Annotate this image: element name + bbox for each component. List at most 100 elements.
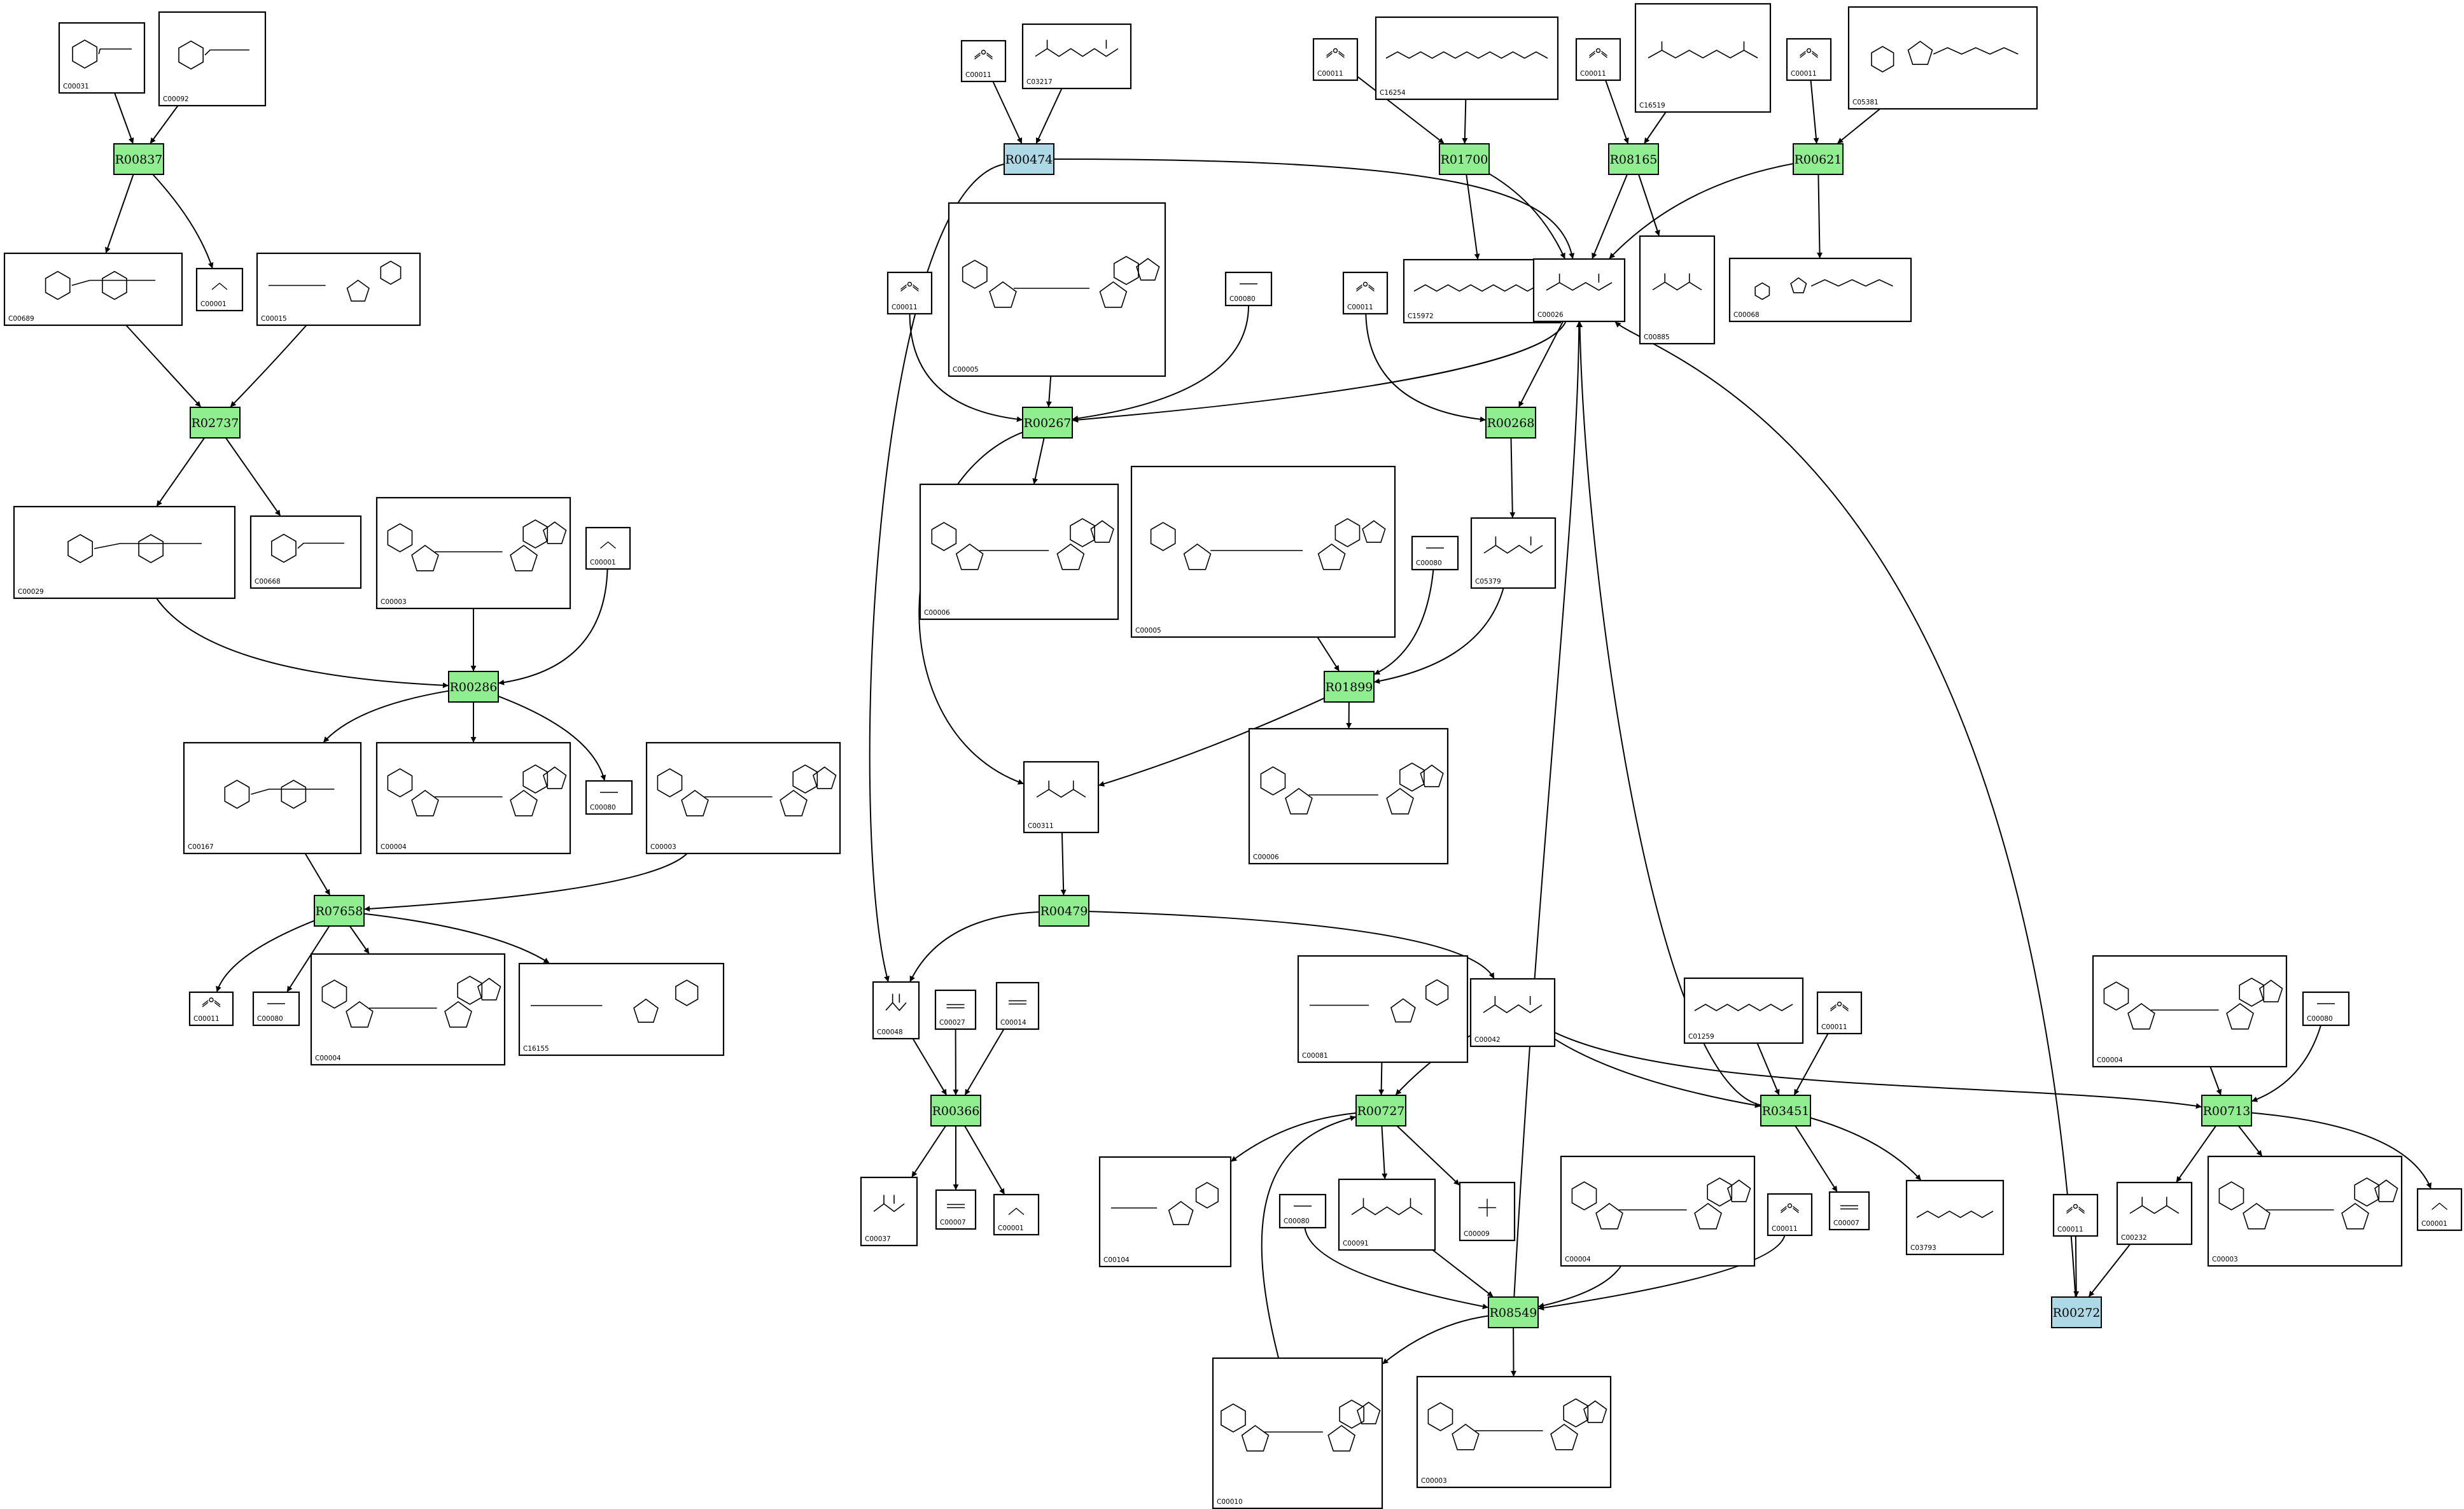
compound-c00027[interactable]: C00027 — [934, 989, 977, 1030]
structure-co2-icon — [1589, 48, 1607, 59]
reaction-label: R00837 — [115, 153, 163, 167]
compound-box — [3, 252, 183, 326]
compound-c00080[interactable]: C00080 — [585, 780, 633, 815]
compound-c01259[interactable]: C01259 — [1683, 977, 1804, 1044]
reaction-node-r02737[interactable]: R02737 — [190, 407, 241, 439]
compound-label: C00104 — [1103, 1256, 1130, 1264]
compound-c00080[interactable]: C00080 — [1411, 535, 1459, 571]
compound-label: C00007 — [1833, 1219, 1859, 1227]
compound-c03793[interactable]: C03793 — [1905, 1179, 2005, 1256]
reaction-node-r08165[interactable]: R08165 — [1608, 143, 1659, 175]
structure-thiamine-icon — [1871, 41, 2019, 73]
reaction-node-r00713[interactable]: R00713 — [2201, 1095, 2252, 1126]
compound-c00042[interactable]: C00042 — [1469, 978, 1556, 1048]
compound-c00001[interactable]: C00001 — [585, 526, 631, 570]
compound-c00689[interactable]: C00689 — [3, 252, 183, 326]
compound-c00007[interactable]: C00007 — [1828, 1191, 1870, 1231]
compound-c00011[interactable]: C00011 — [1575, 38, 1621, 81]
compound-c00011[interactable]: C00011 — [1816, 991, 1863, 1035]
compound-c00885[interactable]: C00885 — [1639, 235, 1716, 345]
compound-c00080[interactable]: C00080 — [2302, 991, 2350, 1027]
compound-c00004[interactable]: C00004 — [375, 741, 571, 855]
reaction-node-r07658[interactable]: R07658 — [314, 895, 365, 927]
compound-c16155[interactable]: C16155 — [518, 962, 725, 1056]
reaction-node-r00479[interactable]: R00479 — [1039, 895, 1089, 927]
compound-c00011[interactable]: C00011 — [188, 991, 234, 1027]
reaction-node-r00267[interactable]: R00267 — [1022, 407, 1073, 439]
compound-c00011[interactable]: C00011 — [1312, 38, 1359, 81]
edge-c00080f-to-R00713 — [2251, 1025, 2322, 1102]
compound-box — [249, 515, 362, 589]
reaction-node-r08549[interactable]: R08549 — [1488, 1296, 1539, 1328]
compound-c00009[interactable]: C00009 — [1459, 1181, 1516, 1242]
compound-c00167[interactable]: C00167 — [183, 741, 362, 855]
compound-c00005[interactable]: C00005 — [948, 202, 1166, 377]
compound-c00048[interactable]: C00048 — [872, 981, 920, 1040]
compound-c00031[interactable]: C00031 — [58, 22, 146, 94]
compound-c00003[interactable]: C00003 — [2207, 1155, 2403, 1267]
compound-c00037[interactable]: C00037 — [860, 1176, 918, 1247]
compound-c00080[interactable]: C00080 — [1278, 1193, 1327, 1229]
compound-c00004[interactable]: C00004 — [2092, 955, 2288, 1068]
compound-c00011[interactable]: C00011 — [1786, 38, 1832, 81]
compound-c03217[interactable]: C03217 — [1021, 23, 1132, 90]
compound-c00011[interactable]: C00011 — [960, 39, 1007, 83]
compound-box — [256, 252, 421, 326]
compound-c00003[interactable]: C00003 — [375, 496, 571, 610]
compound-c00011[interactable]: C00011 — [1767, 1193, 1813, 1237]
compound-c00081[interactable]: C00081 — [1297, 955, 1469, 1063]
compound-c00001[interactable]: C00001 — [195, 267, 244, 312]
reaction-node-r00837[interactable]: R00837 — [113, 143, 164, 175]
structure-nad-icon — [962, 256, 1160, 308]
reaction-node-r00268[interactable]: R00268 — [1485, 407, 1536, 439]
compound-c16519[interactable]: C16519 — [1634, 3, 1772, 113]
reaction-node-r00727[interactable]: R00727 — [1355, 1095, 1406, 1126]
compound-c00004[interactable]: C00004 — [1560, 1155, 1756, 1267]
reaction-node-r03451[interactable]: R03451 — [1760, 1095, 1811, 1126]
compound-c00080[interactable]: C00080 — [1224, 271, 1273, 307]
compound-c00011[interactable]: C00011 — [2052, 1193, 2099, 1237]
reaction-node-r01899[interactable]: R01899 — [1324, 671, 1375, 703]
compound-c00014[interactable]: C00014 — [995, 981, 1040, 1030]
reaction-node-r00366[interactable]: R00366 — [930, 1095, 981, 1126]
compound-c00001[interactable]: C00001 — [2416, 1188, 2463, 1232]
compound-c00010[interactable]: C00010 — [1212, 1357, 1383, 1509]
compound-box — [2416, 1188, 2463, 1232]
compound-c00029[interactable]: C00029 — [13, 505, 236, 600]
compound-c00026[interactable]: C00026 — [1532, 258, 1626, 323]
compound-c00232[interactable]: C00232 — [2116, 1181, 2193, 1246]
compound-c00007[interactable]: C00007 — [935, 1189, 977, 1230]
edge-c00080e-to-R08549 — [1304, 1227, 1488, 1310]
compound-c00005[interactable]: C00005 — [1130, 465, 1396, 638]
compound-c00004[interactable]: C00004 — [310, 953, 506, 1066]
compound-c00091[interactable]: C00091 — [1338, 1178, 1436, 1251]
compound-c00006[interactable]: C00006 — [919, 483, 1119, 621]
compound-c00092[interactable]: C00092 — [158, 11, 267, 107]
compound-label: C00668 — [255, 578, 281, 586]
edge-c00029-to-R00286 — [156, 598, 449, 689]
compound-c00003[interactable]: C00003 — [1416, 1375, 1612, 1489]
compound-label: C00001 — [200, 300, 227, 308]
structure-acid-icon — [1648, 41, 1758, 59]
reaction-node-r01700[interactable]: R01700 — [1439, 143, 1490, 175]
compound-c00015[interactable]: C00015 — [256, 252, 421, 326]
compound-c00104[interactable]: C00104 — [1098, 1156, 1232, 1268]
compound-c00001[interactable]: C00001 — [993, 1193, 1040, 1236]
compound-c00068[interactable]: C00068 — [1728, 257, 1912, 323]
compound-c05381[interactable]: C05381 — [1847, 6, 2038, 110]
reaction-node-r00621[interactable]: R00621 — [1793, 143, 1844, 175]
compound-c05379[interactable]: C05379 — [1470, 517, 1557, 589]
compound-c16254[interactable]: C16254 — [1375, 16, 1559, 101]
compound-c00003[interactable]: C00003 — [645, 741, 841, 855]
compound-c00011[interactable]: C00011 — [886, 271, 933, 315]
compound-c00011[interactable]: C00011 — [1342, 271, 1389, 315]
reaction-node-r00272[interactable]: R00272 — [2051, 1296, 2102, 1328]
reaction-node-r00474[interactable]: R00474 — [1004, 143, 1054, 175]
compound-c00668[interactable]: C00668 — [249, 515, 362, 589]
compound-c00311[interactable]: C00311 — [1023, 761, 1100, 834]
compound-c00080[interactable]: C00080 — [252, 991, 300, 1027]
reaction-node-r00286[interactable]: R00286 — [448, 671, 499, 703]
compound-c00006[interactable]: C00006 — [1248, 727, 1449, 865]
compound-label: C00011 — [1821, 1023, 1847, 1031]
